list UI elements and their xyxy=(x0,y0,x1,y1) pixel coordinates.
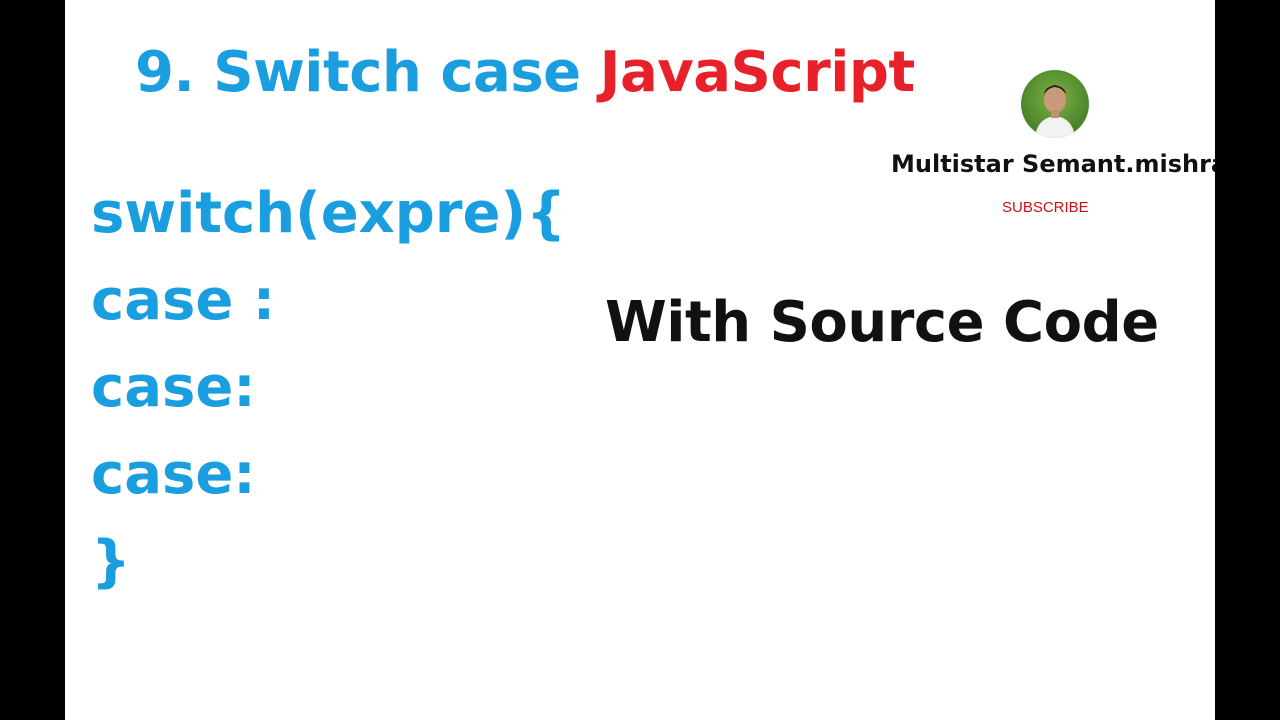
page-title: 9. Switch case JavaScript xyxy=(135,40,915,105)
title-prefix: 9. Switch case xyxy=(135,40,581,105)
code-line: switch(expre){ xyxy=(91,181,566,246)
subtitle: With Source Code xyxy=(605,290,1159,355)
avatar xyxy=(1021,70,1089,138)
code-line: } xyxy=(91,529,131,594)
code-line: case: xyxy=(91,442,256,507)
channel-name: Multistar Semant.mishra xyxy=(891,150,1215,178)
code-line: case : xyxy=(91,268,276,333)
thumbnail-canvas: 9. Switch case JavaScript switch(expre){… xyxy=(65,0,1215,720)
subscribe-label[interactable]: SUBSCRIBE xyxy=(1002,199,1089,216)
avatar-photo-icon xyxy=(1035,85,1075,138)
title-highlight: JavaScript xyxy=(599,40,916,105)
code-line: case: xyxy=(91,355,256,420)
code-block: switch(expre){ case : case: case: } xyxy=(91,170,566,605)
